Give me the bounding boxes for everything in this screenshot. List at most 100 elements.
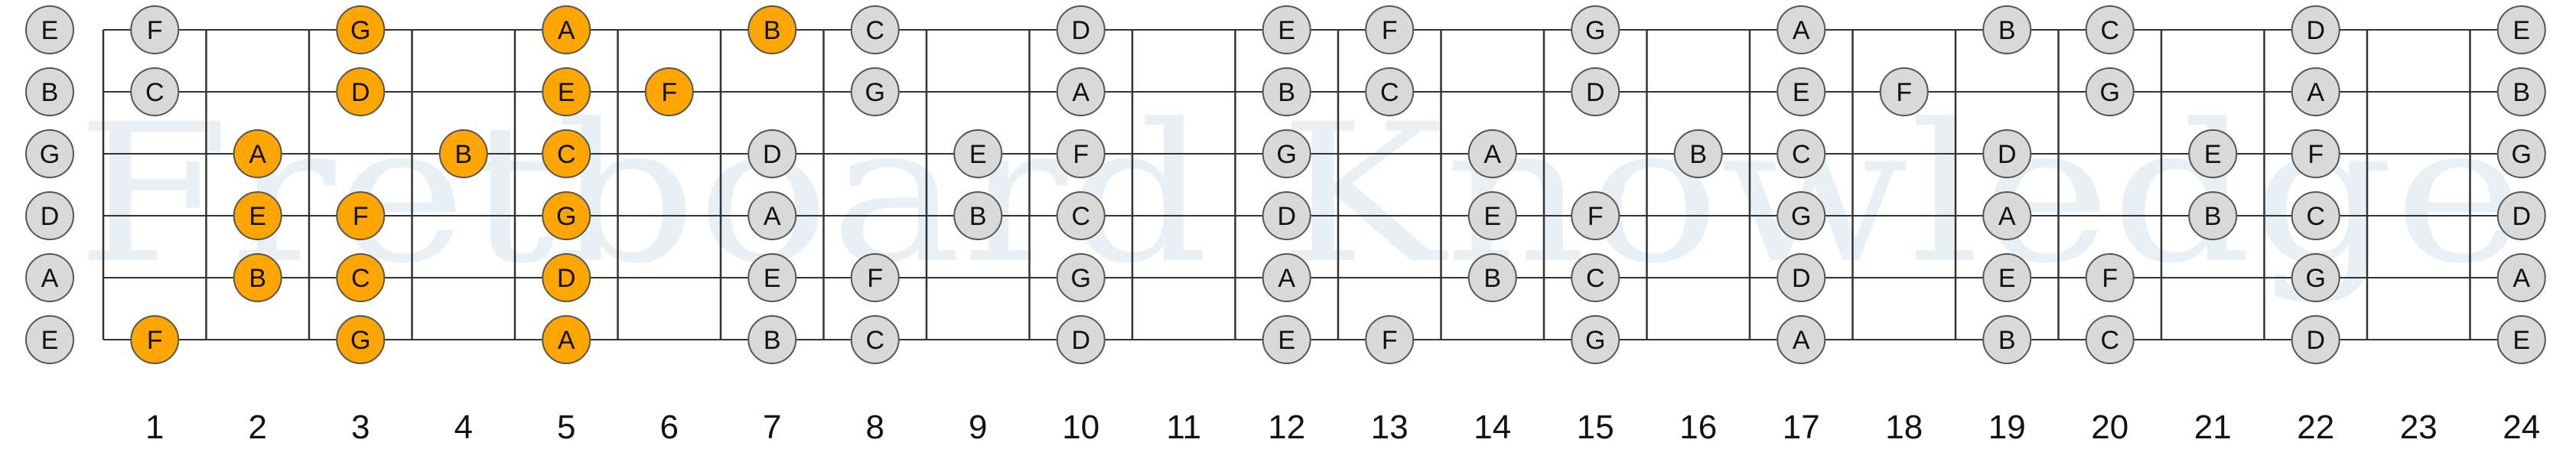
open-note-string-3: G bbox=[25, 129, 74, 178]
note-string-3-fret-4: B bbox=[438, 129, 488, 178]
note-string-1-fret-5-circle bbox=[542, 5, 591, 54]
note-string-3-fret-2: A bbox=[233, 129, 282, 178]
note-string-1-fret-15-label: G bbox=[1585, 16, 1605, 45]
note-string-2-fret-15: D bbox=[1571, 67, 1620, 116]
note-string-1-fret-1: F bbox=[130, 5, 180, 54]
note-string-5-fret-20-label: F bbox=[2102, 264, 2118, 293]
note-string-2-fret-12-label: B bbox=[1278, 78, 1295, 107]
note-string-5-fret-12-circle bbox=[1262, 253, 1311, 302]
note-string-4-fret-19-label: A bbox=[1998, 202, 2016, 231]
note-string-3-fret-21-label: E bbox=[2204, 140, 2222, 169]
note-string-6-fret-1: F bbox=[130, 315, 180, 364]
note-string-3-fret-19: D bbox=[1982, 129, 2032, 178]
note-string-1-fret-22: D bbox=[2291, 5, 2340, 54]
fret-number-10: 10 bbox=[1062, 409, 1099, 446]
note-string-6-fret-7-label: B bbox=[764, 326, 781, 355]
note-string-5-fret-2-circle bbox=[233, 253, 282, 302]
fret-number-19: 19 bbox=[1988, 409, 2026, 446]
note-string-1-fret-12-circle bbox=[1262, 5, 1311, 54]
fret-number-2: 2 bbox=[249, 409, 267, 446]
note-string-2-fret-15-label: D bbox=[1586, 78, 1605, 107]
note-string-3-fret-21: E bbox=[2188, 129, 2238, 178]
note-string-3-fret-14-label: A bbox=[1483, 140, 1501, 169]
note-string-5-fret-3-label: C bbox=[351, 264, 370, 293]
note-string-4-fret-10-circle bbox=[1056, 191, 1106, 240]
note-string-3-fret-22: F bbox=[2291, 129, 2340, 178]
open-note-string-2-label: B bbox=[41, 78, 59, 107]
fret-number-3: 3 bbox=[351, 409, 370, 446]
note-string-2-fret-1-label: C bbox=[145, 78, 164, 107]
note-string-4-fret-3-label: F bbox=[353, 202, 369, 231]
note-string-6-fret-17-label: A bbox=[1793, 326, 1810, 355]
note-string-5-fret-24-label: A bbox=[2512, 264, 2530, 293]
note-string-5-fret-19-circle bbox=[1982, 253, 2032, 302]
note-string-3-fret-10: F bbox=[1056, 129, 1106, 178]
note-string-2-fret-10-label: A bbox=[1072, 78, 1089, 107]
note-string-4-fret-19: A bbox=[1982, 191, 2032, 240]
note-string-4-fret-14-label: E bbox=[1483, 202, 1501, 231]
note-string-6-fret-13: F bbox=[1365, 315, 1415, 364]
fret-number-5: 5 bbox=[557, 409, 575, 446]
note-string-2-fret-3: D bbox=[336, 67, 386, 116]
note-string-2-fret-17-circle bbox=[1776, 67, 1826, 116]
note-string-4-fret-24-label: D bbox=[2512, 202, 2531, 231]
note-string-4-fret-5-label: G bbox=[556, 202, 576, 231]
note-string-1-fret-3-label: G bbox=[350, 16, 370, 45]
note-string-6-fret-8-circle bbox=[850, 315, 900, 364]
note-string-4-fret-10: C bbox=[1056, 191, 1106, 240]
open-note-string-6: E bbox=[25, 315, 74, 364]
note-string-6-fret-5-circle bbox=[542, 315, 591, 364]
note-string-5-fret-24-circle bbox=[2496, 253, 2546, 302]
note-string-3-fret-7-circle bbox=[747, 129, 797, 178]
note-string-4-fret-15: F bbox=[1571, 191, 1620, 240]
note-string-3-fret-12-label: G bbox=[1277, 140, 1297, 169]
note-string-3-fret-17-circle bbox=[1776, 129, 1826, 178]
note-string-3-fret-9-label: E bbox=[969, 140, 987, 169]
note-string-4-fret-12: D bbox=[1262, 191, 1311, 240]
note-string-6-fret-22-circle bbox=[2291, 315, 2340, 364]
note-string-6-fret-19-label: B bbox=[1998, 326, 2016, 355]
note-string-6-fret-15-label: G bbox=[1585, 326, 1605, 355]
note-string-6-fret-5-label: A bbox=[558, 326, 575, 355]
note-string-1-fret-12: E bbox=[1262, 5, 1311, 54]
open-note-string-3-circle bbox=[25, 129, 74, 178]
open-note-string-6-circle bbox=[25, 315, 74, 364]
note-string-4-fret-24: D bbox=[2496, 191, 2546, 240]
note-string-2-fret-8: G bbox=[850, 67, 900, 116]
fret-number-4: 4 bbox=[454, 409, 473, 446]
fret-number-7: 7 bbox=[763, 409, 781, 446]
note-string-4-fret-21-circle bbox=[2188, 191, 2238, 240]
note-string-5-fret-8: F bbox=[850, 253, 900, 302]
note-string-6-fret-12: E bbox=[1262, 315, 1311, 364]
note-string-1-fret-20-label: C bbox=[2100, 16, 2119, 45]
note-string-5-fret-2-label: B bbox=[249, 264, 266, 293]
open-note-string-2-circle bbox=[25, 67, 74, 116]
note-string-6-fret-20-circle bbox=[2085, 315, 2135, 364]
note-string-3-fret-7-label: D bbox=[763, 140, 782, 169]
note-string-3-fret-17: C bbox=[1776, 129, 1826, 178]
note-string-6-fret-1-circle bbox=[130, 315, 180, 364]
note-string-6-fret-19: B bbox=[1982, 315, 2032, 364]
note-string-5-fret-14: B bbox=[1467, 253, 1517, 302]
note-string-1-fret-8-circle bbox=[850, 5, 900, 54]
note-string-4-fret-17: G bbox=[1776, 191, 1826, 240]
open-note-string-6-label: E bbox=[41, 326, 59, 355]
note-string-3-fret-17-label: C bbox=[1792, 140, 1811, 169]
fret-number-16: 16 bbox=[1679, 409, 1717, 446]
fret-number-6: 6 bbox=[660, 409, 679, 446]
note-string-5-fret-10-label: G bbox=[1071, 264, 1091, 293]
note-string-3-fret-14-circle bbox=[1467, 129, 1517, 178]
note-string-1-fret-17: A bbox=[1776, 5, 1826, 54]
note-string-5-fret-5: D bbox=[542, 253, 591, 302]
note-string-3-fret-16-circle bbox=[1673, 129, 1723, 178]
note-string-3-fret-21-circle bbox=[2188, 129, 2238, 178]
note-string-4-fret-15-circle bbox=[1571, 191, 1620, 240]
note-string-2-fret-5-circle bbox=[542, 67, 591, 116]
note-string-3-fret-9-circle bbox=[953, 129, 1003, 178]
note-string-5-fret-7: E bbox=[747, 253, 797, 302]
note-string-2-fret-17: E bbox=[1776, 67, 1826, 116]
note-string-1-fret-10: D bbox=[1056, 5, 1106, 54]
note-string-4-fret-22-label: C bbox=[2306, 202, 2325, 231]
